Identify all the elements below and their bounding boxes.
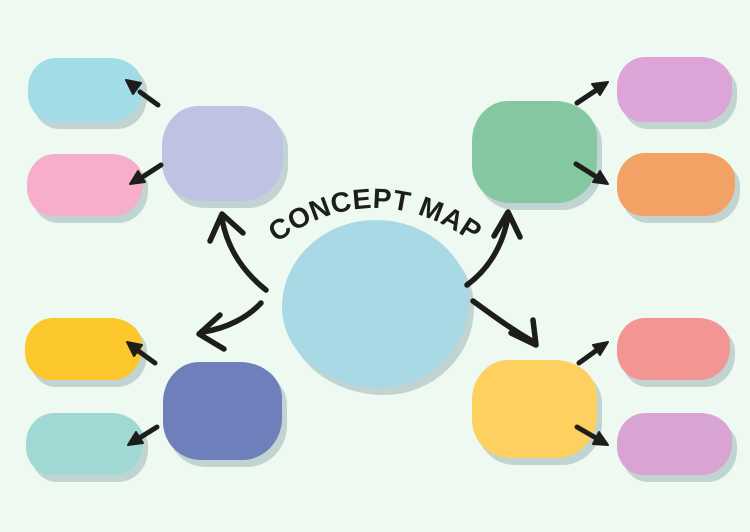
arrow-hub-bottom-right-to-leaf-1	[576, 341, 609, 366]
hub-bottom-right	[472, 360, 597, 458]
leaf-top-left-2	[27, 154, 143, 216]
center-node	[282, 220, 469, 388]
arrow-center-to-bottom-left	[196, 300, 264, 352]
hub-top-right	[472, 101, 597, 203]
arrow-center-to-bottom-right	[470, 298, 539, 348]
leaf-bottom-left-2	[26, 413, 143, 475]
arrow-hub-top-right-to-leaf-1	[574, 81, 609, 106]
hub-bottom-left	[163, 362, 282, 460]
arrow-center-to-top-left	[207, 211, 269, 293]
leaf-top-right-2	[617, 153, 735, 216]
leaf-top-left-1	[28, 58, 142, 122]
leaf-bottom-right-2	[617, 413, 732, 475]
leaf-bottom-right-1	[617, 318, 730, 380]
hub-top-left	[162, 106, 283, 201]
arrow-center-to-top-right	[464, 209, 523, 288]
leaf-top-right-1	[617, 57, 732, 122]
leaf-bottom-left-1	[25, 318, 142, 380]
